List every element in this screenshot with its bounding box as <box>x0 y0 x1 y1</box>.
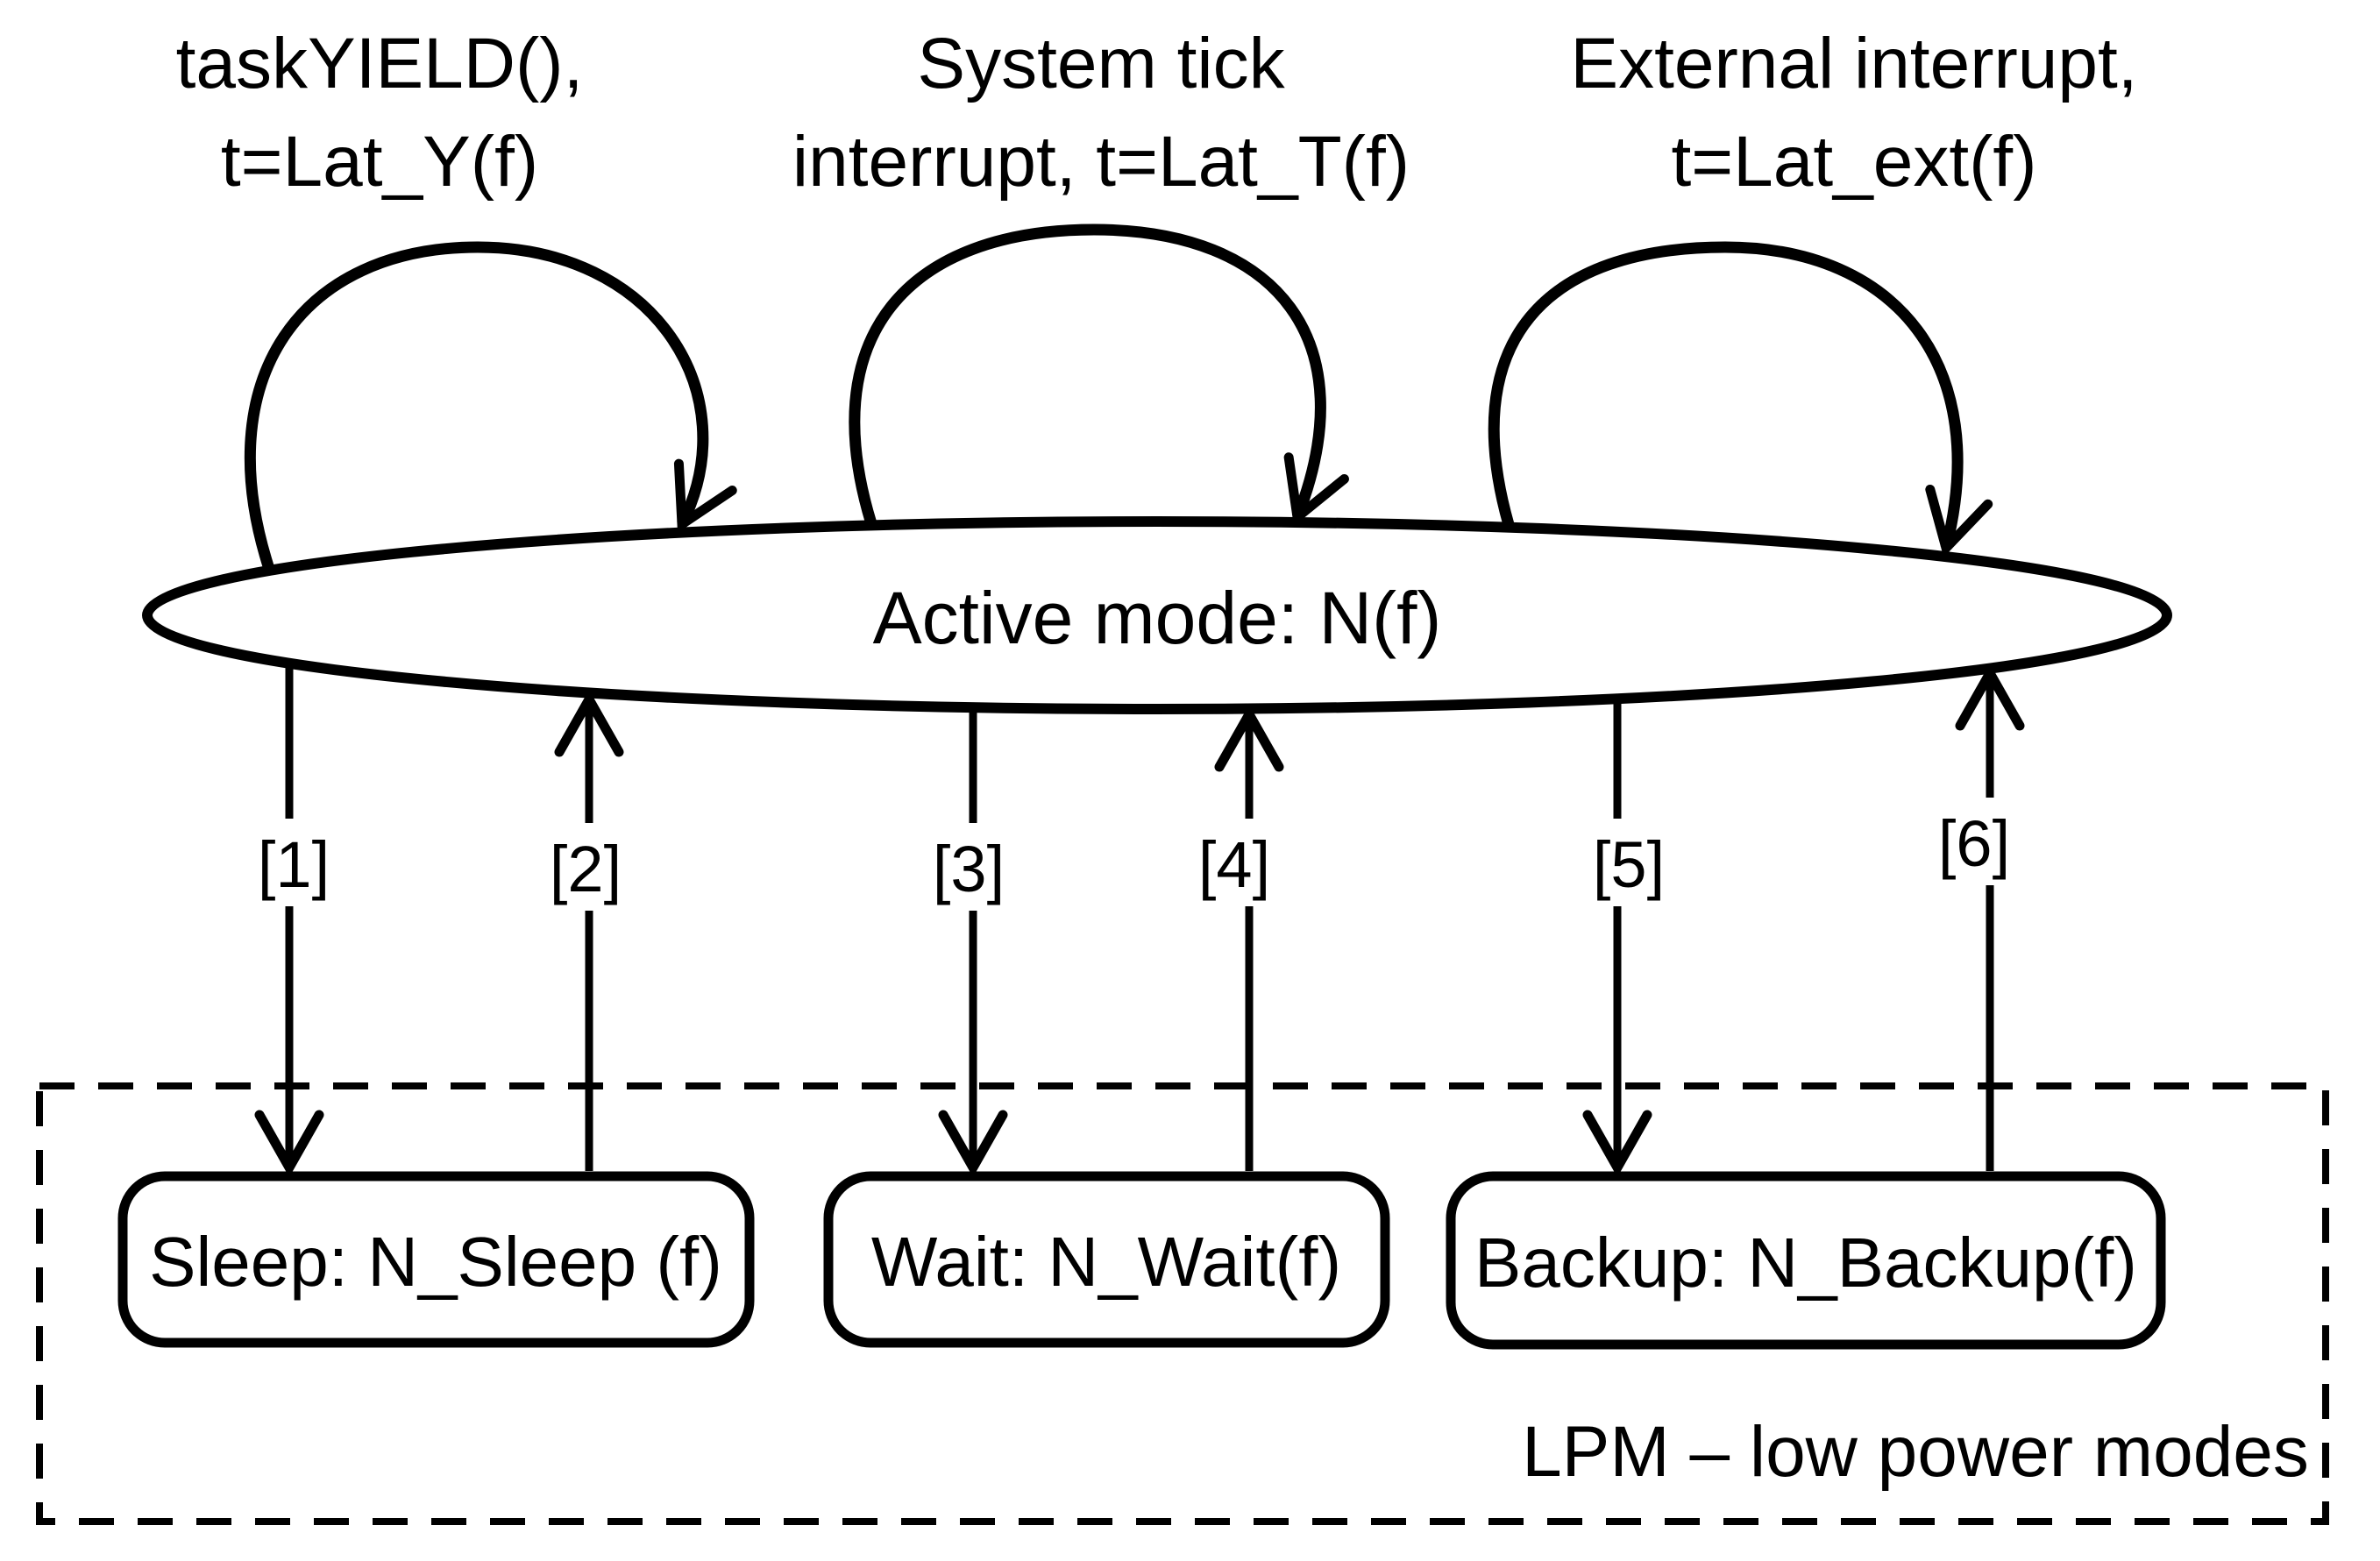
transition-label-6: [6] <box>1938 807 2010 880</box>
transition-label-5-backing <box>1585 819 1673 906</box>
self-loop-arrow-system-tick <box>849 224 1321 537</box>
active-mode-label: Active mode: N(f) <box>873 577 1442 659</box>
transition-label-1: [1] <box>258 828 330 901</box>
state-backup-label: Backup: N_Backup(f) <box>1474 1224 2137 1302</box>
self-loop-arrow-taskyield <box>244 241 702 574</box>
system-tick-label-line2: interrupt, t=Lat_T(f) <box>792 122 1410 202</box>
lpm-group-boundary <box>36 1082 2329 1525</box>
state-wait-label: Wait: N_Wait(f) <box>871 1223 1341 1301</box>
external-interrupt-label-line2: t=Lat_ext(f) <box>1671 122 2036 202</box>
transition-label-3-backing <box>925 823 1012 911</box>
transition-label-4-backing <box>1190 819 1278 906</box>
state-sleep <box>117 1171 755 1348</box>
taskyield-label-line1: taskYIELD(), <box>176 24 584 103</box>
state-backup <box>1446 1171 2166 1350</box>
external-interrupt-label-line1: External interrupt, <box>1570 24 2137 103</box>
transition-label-5: [5] <box>1593 828 1665 901</box>
transition-label-3: [3] <box>933 833 1005 905</box>
transition-label-2: [2] <box>550 833 622 905</box>
lpm-group-label: LPM – low power modes <box>1522 1412 2309 1492</box>
taskyield-label-line2: t=Lat_Y(f) <box>221 122 538 202</box>
self-loop-arrow-external-interrupt <box>1488 241 1957 548</box>
active-mode-state <box>142 516 2172 714</box>
transition-label-6-backing <box>1930 798 2018 885</box>
system-tick-label-line1: System tick <box>917 24 1285 103</box>
state-sleep-label: Sleep: N_Sleep (f) <box>149 1223 722 1301</box>
transition-label-1-backing <box>250 819 337 906</box>
state-wait <box>823 1171 1390 1348</box>
transition-label-2-backing <box>542 823 629 911</box>
transition-label-4: [4] <box>1198 828 1270 901</box>
